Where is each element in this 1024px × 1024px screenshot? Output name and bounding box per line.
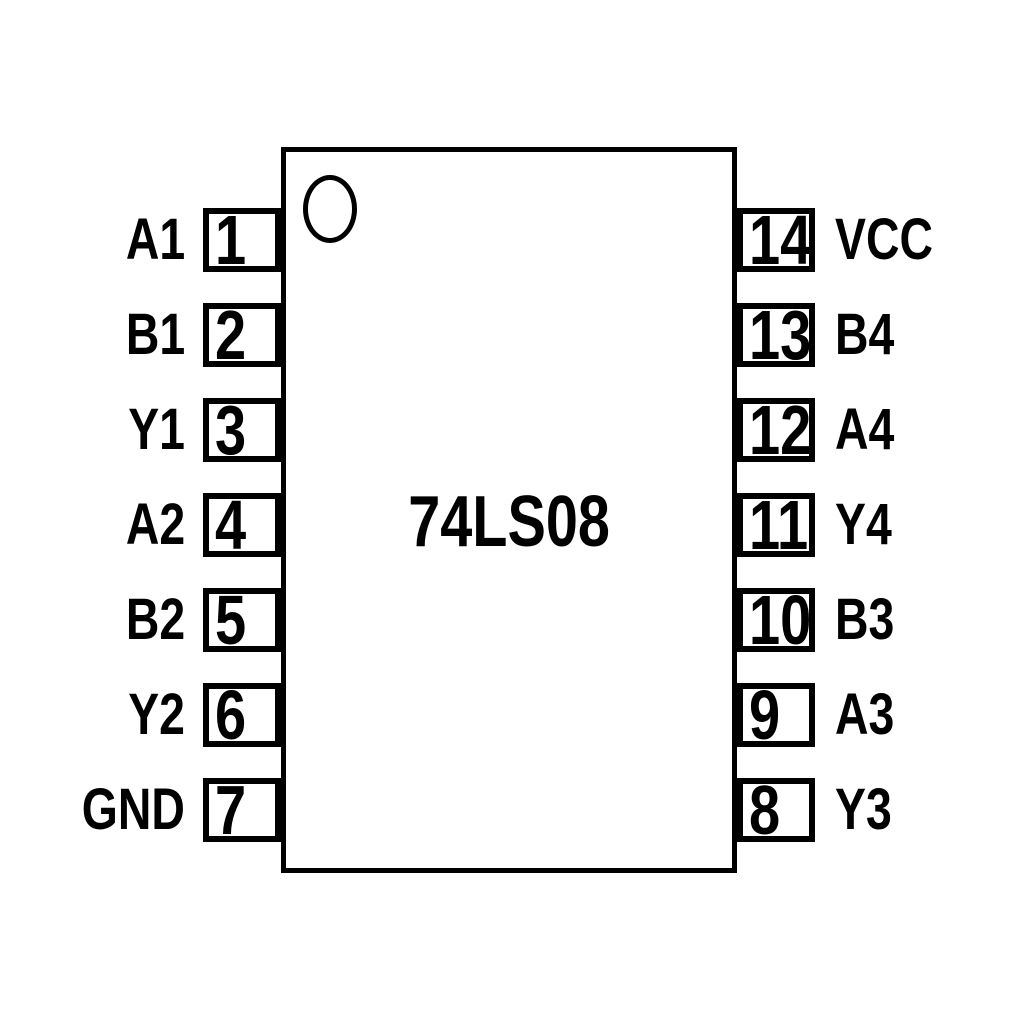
pin-label-b3: B3 <box>835 587 895 652</box>
pin-label-a4: A4 <box>835 397 895 462</box>
pin-box-1: 1 <box>203 201 281 279</box>
pin-box-12: 12 <box>737 391 815 469</box>
pin-box-4: 4 <box>203 486 281 564</box>
pin-box-9: 9 <box>737 676 815 754</box>
pin-label-gnd: GND <box>81 777 185 842</box>
ic-part-number: 74LS08 <box>281 486 737 558</box>
pin-number: 4 <box>215 486 247 564</box>
pin-label-y4: Y4 <box>835 492 892 557</box>
pin-number: 12 <box>749 391 812 469</box>
pin-label-y2: Y2 <box>128 682 185 747</box>
pin-label-a3: A3 <box>835 682 895 747</box>
pin-label-a2: A2 <box>125 492 185 557</box>
pin-box-10: 10 <box>737 581 815 659</box>
pin-label-y1: Y1 <box>128 397 185 462</box>
pin-label-y3: Y3 <box>835 777 892 842</box>
pin-box-8: 8 <box>737 771 815 849</box>
pin-box-5: 5 <box>203 581 281 659</box>
pin-box-14: 14 <box>737 201 815 279</box>
pin-number: 10 <box>749 581 812 659</box>
pin-number: 2 <box>215 296 247 374</box>
pin-box-13: 13 <box>737 296 815 374</box>
pin-number: 7 <box>215 771 247 849</box>
pin-label-vcc: VCC <box>835 207 933 272</box>
pin-number: 3 <box>215 391 247 469</box>
pin-number: 1 <box>215 201 247 279</box>
pin-number: 9 <box>749 676 781 754</box>
pin-number: 5 <box>215 581 247 659</box>
pin-box-6: 6 <box>203 676 281 754</box>
pin-number: 8 <box>749 771 781 849</box>
ic-part-number-text: 74LS08 <box>408 482 610 562</box>
pin-box-3: 3 <box>203 391 281 469</box>
pin1-indicator-icon <box>303 175 357 243</box>
pin-number: 14 <box>749 201 812 279</box>
pin-label-a1: A1 <box>125 207 185 272</box>
pin-number: 11 <box>749 486 809 564</box>
pin-number: 6 <box>215 676 247 754</box>
ic-body <box>281 147 737 873</box>
pin-box-2: 2 <box>203 296 281 374</box>
pin-box-7: 7 <box>203 771 281 849</box>
pin-label-b2: B2 <box>125 587 185 652</box>
pin-number: 13 <box>749 296 812 374</box>
pin-label-b1: B1 <box>125 302 185 367</box>
pin-box-11: 11 <box>737 486 815 564</box>
pin-label-b4: B4 <box>835 302 895 367</box>
